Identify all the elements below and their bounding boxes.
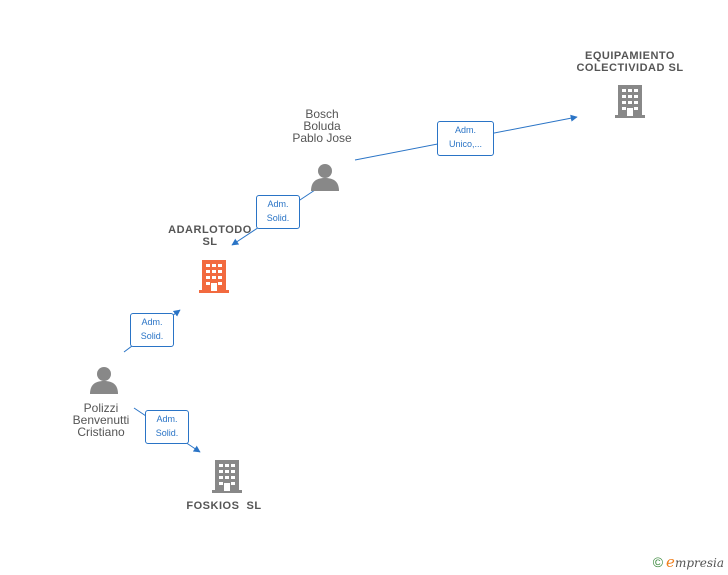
company-name-line2: SL bbox=[202, 236, 218, 248]
brand-name: mpresia bbox=[674, 556, 724, 570]
company-label-foskios[interactable]: FOSKIOS SL bbox=[174, 500, 274, 512]
empresia-watermark: ©empresia bbox=[653, 553, 724, 571]
role-line1: Adm. bbox=[267, 199, 289, 209]
role-line2: Solid. bbox=[155, 428, 179, 438]
company-label-adarlotodo[interactable]: ADARLOTODO SL bbox=[150, 224, 270, 248]
role-line2: Solid. bbox=[140, 331, 164, 341]
role-line2: Solid. bbox=[266, 213, 290, 223]
role-line1: Adm. bbox=[454, 125, 476, 135]
edge-label-bosch-equipamiento[interactable]: Adm. Unico,... bbox=[437, 121, 494, 156]
company-label-equipamiento[interactable]: EQUIPAMIENTO COLECTIVIDAD SL bbox=[560, 50, 700, 74]
company-name-line2: COLECTIVIDAD SL bbox=[576, 62, 684, 74]
person-label-polizzi[interactable]: Polizzi Benvenutti Cristiano bbox=[51, 402, 151, 438]
building-icon[interactable] bbox=[615, 85, 645, 119]
role-line1: Adm. bbox=[156, 414, 178, 424]
edge-label-polizzi-adarlotodo[interactable]: Adm. Solid. bbox=[130, 313, 174, 347]
person-name-line1: Polizzi bbox=[83, 401, 119, 415]
building-icon[interactable] bbox=[199, 260, 229, 294]
company-name-line1: EQUIPAMIENTO bbox=[585, 50, 675, 62]
person-name-line3: Cristiano bbox=[77, 425, 125, 439]
person-name-line2: Boluda bbox=[303, 119, 341, 133]
person-name-line1: Bosch bbox=[305, 107, 339, 121]
role-line1: Adm. bbox=[141, 317, 163, 327]
person-name-line3: Pablo Jose bbox=[292, 131, 352, 145]
person-icon[interactable] bbox=[88, 366, 120, 394]
copyright-icon: © bbox=[652, 554, 664, 570]
person-icon[interactable] bbox=[309, 163, 341, 191]
role-line2: Unico,... bbox=[448, 139, 482, 149]
person-name-line2: Benvenutti bbox=[72, 413, 130, 427]
person-label-bosch[interactable]: Bosch Boluda Pablo Jose bbox=[272, 108, 372, 144]
company-name-line1: FOSKIOS SL bbox=[186, 500, 262, 512]
edge-label-bosch-adarlotodo[interactable]: Adm. Solid. bbox=[256, 195, 300, 229]
edge-label-polizzi-foskios[interactable]: Adm. Solid. bbox=[145, 410, 189, 444]
building-icon[interactable] bbox=[212, 460, 242, 494]
company-name-line1: ADARLOTODO bbox=[168, 224, 252, 236]
brand-initial: e bbox=[666, 553, 675, 571]
